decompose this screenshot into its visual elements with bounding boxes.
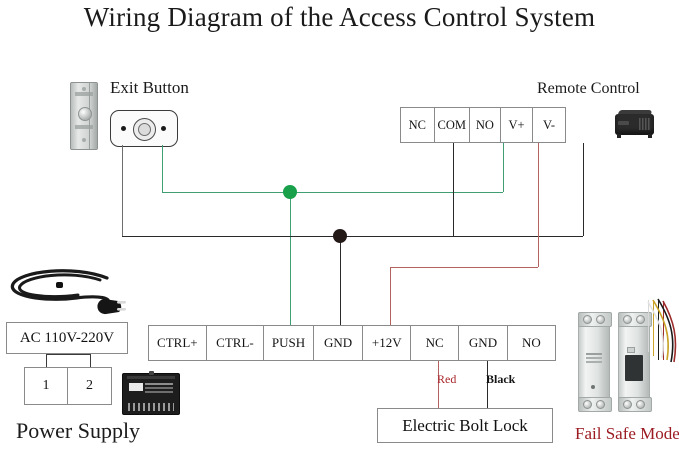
wire-black-to-vminus — [583, 143, 584, 236]
psu-print-lines — [145, 383, 173, 385]
wire-black-bus — [122, 236, 583, 237]
relay-cell-vplus[interactable]: V+ — [501, 108, 533, 142]
main-cell-12v[interactable]: +12V — [363, 326, 412, 360]
exit-switch-panel-icon — [70, 82, 98, 150]
main-cell-nc[interactable]: NC — [411, 326, 460, 360]
power-supply-label: Power Supply — [16, 418, 141, 443]
bolt-screw — [583, 315, 592, 324]
exit-panel-text-line — [75, 92, 93, 96]
wire-green-exit-down — [162, 145, 163, 192]
exit-button-label: Exit Button — [110, 78, 189, 97]
ac-lead-right — [90, 354, 92, 367]
relay-cell-com[interactable]: COM — [435, 108, 470, 142]
wire-black-to-gnd — [340, 236, 341, 325]
wire-red-to-vplus — [538, 143, 539, 267]
remote-control-label: Remote Control — [537, 80, 640, 97]
controller-terminal-strip: CTRL+ CTRL- PUSH GND +12V NC GND NO — [148, 325, 556, 361]
wire-black-com-down — [453, 143, 454, 236]
psu-terminal-row — [128, 403, 174, 411]
remote-device-leg — [648, 134, 652, 138]
exit-panel-button — [78, 107, 92, 121]
power-supply-pin-strip: 1 2 — [24, 367, 112, 405]
wire-green-exit-right — [162, 192, 290, 193]
power-cord-icon — [4, 268, 128, 316]
remote-control-terminal-strip: NC COM NO V+ V- — [400, 107, 566, 143]
bolt-screw — [623, 315, 632, 324]
exit-terminal-dot-left — [121, 126, 126, 131]
exit-terminal-dot-right — [161, 126, 166, 131]
bolt-indicator — [591, 385, 595, 389]
wire-green-to-push — [290, 192, 291, 325]
junction-dot-green — [283, 185, 297, 199]
bolt-wire-white — [648, 300, 649, 352]
exit-push-button-icon — [110, 110, 178, 147]
relay-cell-vminus[interactable]: V- — [542, 117, 555, 132]
relay-cell-nc[interactable]: NC — [401, 108, 435, 142]
power-supply-unit-icon — [122, 371, 180, 415]
remote-device-leg — [617, 134, 621, 138]
main-cell-ctrl-plus[interactable]: CTRL+ — [149, 326, 207, 360]
exit-panel-dot — [82, 87, 86, 91]
bolt-print — [586, 353, 602, 355]
ac-lead-bridge — [46, 354, 91, 356]
bolt-wire-yellow — [653, 300, 654, 356]
bolt-switch — [627, 347, 635, 353]
main-cell-push[interactable]: PUSH — [264, 326, 314, 360]
power-pin-2[interactable]: 2 — [86, 378, 93, 393]
remote-device-tab — [618, 121, 629, 125]
ac-lead-left — [46, 354, 48, 367]
bolt-screw — [583, 400, 592, 409]
bolt-wire-black — [658, 300, 659, 360]
main-cell-ctrl-minus[interactable]: CTRL- — [207, 326, 265, 360]
exit-panel-dot — [82, 138, 86, 142]
exit-panel-text-line — [75, 125, 93, 129]
psu-topbar — [127, 376, 175, 379]
remote-receiver-device-icon — [613, 108, 656, 138]
psu-label-patch — [129, 383, 143, 391]
wire-black-to-lock — [487, 361, 488, 408]
bolt-screw — [623, 400, 632, 409]
bolt-wire-red — [663, 302, 664, 360]
push-button-ring — [133, 118, 156, 141]
psu-knob — [149, 371, 154, 375]
junction-dot-black — [333, 229, 347, 243]
main-cell-no[interactable]: NO — [522, 335, 541, 350]
bolt-wire-harness — [647, 298, 677, 363]
main-cell-gnd-2[interactable]: GND — [459, 326, 508, 360]
power-pin-1[interactable]: 1 — [25, 368, 68, 404]
bolt-lock-back-icon — [618, 312, 652, 412]
bolt-screw — [636, 315, 645, 324]
bolt-screw — [636, 400, 645, 409]
wire-green-to-no — [290, 192, 503, 193]
power-cord-svg — [10, 269, 126, 315]
wire-red-right — [390, 267, 538, 268]
main-cell-gnd-1[interactable]: GND — [314, 326, 364, 360]
wire-red-12v-up — [390, 267, 391, 325]
bolt-screw — [596, 315, 605, 324]
remote-device-fins — [639, 118, 651, 130]
ac-input-box: AC 110V-220V — [6, 322, 128, 354]
wire-green-no-up — [503, 143, 504, 192]
fail-safe-mode-label: Fail Safe Mode — [575, 424, 679, 443]
wire-gray-exit-down — [122, 145, 123, 236]
page-title: Wiring Diagram of the Access Control Sys… — [83, 2, 596, 32]
red-wire-label: Red — [437, 372, 457, 386]
black-wire-label: Black — [486, 372, 516, 386]
wire-red-to-lock — [438, 361, 439, 408]
bolt-lock-front-icon — [578, 312, 612, 412]
relay-cell-no[interactable]: NO — [470, 108, 502, 142]
bolt-black-plate — [625, 355, 643, 381]
electric-bolt-lock-box: Electric Bolt Lock — [377, 408, 553, 443]
bolt-screw — [596, 400, 605, 409]
